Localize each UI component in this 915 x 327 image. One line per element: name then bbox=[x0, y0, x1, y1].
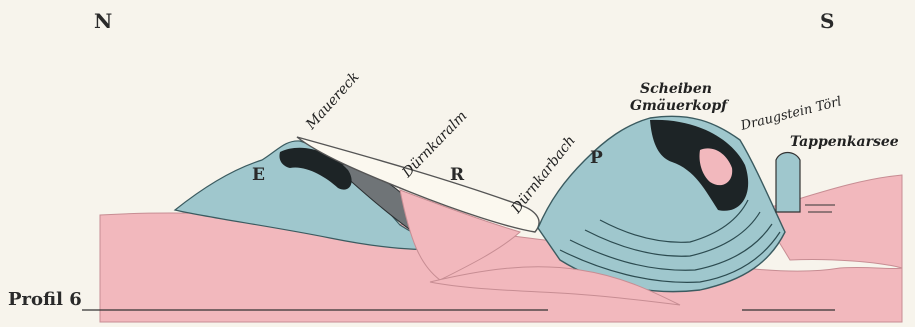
tappenkarsee-label: Tappenkarsee bbox=[790, 134, 899, 150]
unit-r-label: R bbox=[450, 165, 465, 185]
profile-title: Profil 6 bbox=[8, 289, 82, 310]
mauereck-label: Mauereck bbox=[302, 69, 362, 133]
north-label: N bbox=[94, 9, 112, 33]
south-label: S bbox=[820, 9, 834, 33]
tappenkarsee-structure bbox=[776, 153, 800, 213]
gmaeuerkopf-label: Gmäuerkopf bbox=[630, 98, 730, 114]
unit-p-label: P bbox=[590, 148, 603, 168]
draugstein-toerl-label: Draugstein Törl bbox=[738, 94, 843, 134]
unit-e-label: E bbox=[252, 165, 265, 185]
scheiben-label: Scheiben bbox=[640, 81, 712, 97]
